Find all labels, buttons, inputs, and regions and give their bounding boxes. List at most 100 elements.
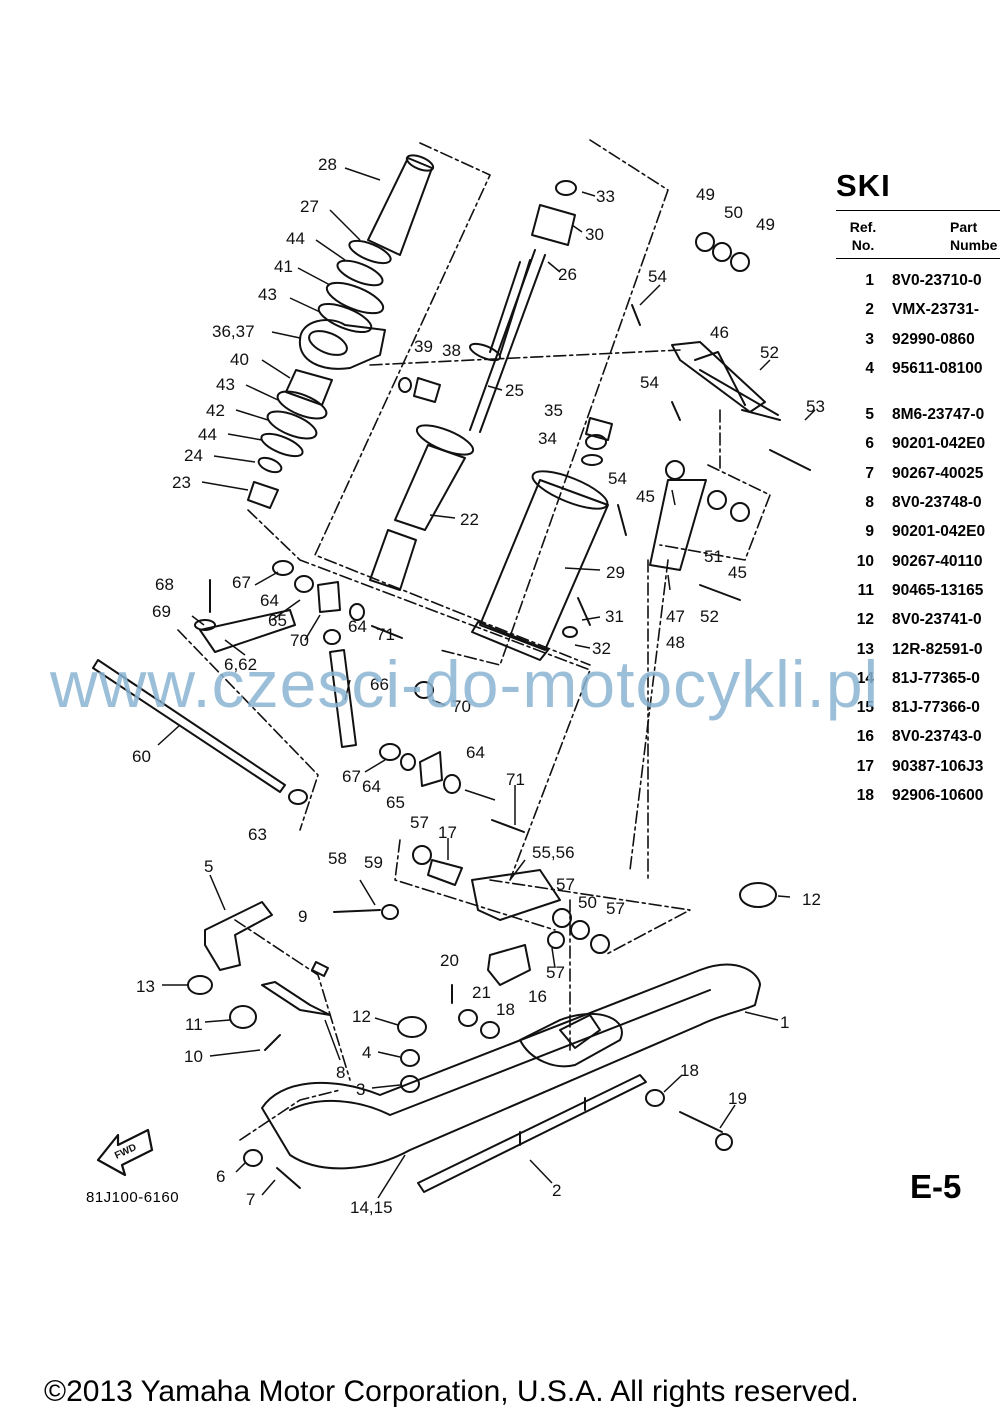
part-28-tube [367,154,435,256]
ref-cell: 18 [856,787,874,805]
ref-cell: 11 [857,581,874,599]
callout-label: 70 [290,631,309,650]
callout-label: 14,15 [350,1198,393,1217]
callout-label: 21 [472,983,491,1002]
callout-label: 4 [362,1043,371,1062]
callout-label: 39 [414,337,433,356]
table-top-rule [836,210,1000,211]
callout-label: 31 [605,607,624,626]
callout-label: 52 [760,343,779,362]
callout-label: 34 [538,429,557,448]
callout-label: 64 [260,591,279,610]
ref-cell: 1 [865,272,874,289]
callout-label: 54 [648,267,667,286]
callout-label: 49 [696,185,715,204]
callout-label: 42 [206,401,225,420]
callout-label: 46 [710,323,729,342]
callout-label: 13 [136,977,155,996]
callout-label: 50 [724,203,743,222]
callout-label: 64 [362,777,381,796]
callout-label: 51 [704,547,723,566]
callout-label: 38 [442,341,461,360]
callout-label: 45 [728,563,747,582]
callout-label: 11 [185,1015,203,1034]
dashed-guides [177,139,771,1141]
part-number-cell: 95611-08100 [892,359,983,377]
callout-label: 64 [348,617,367,636]
table-header-rule [836,258,1000,259]
part-number-cell: 8V0-23710-0 [892,272,982,289]
callout-label: 17 [438,823,457,842]
callout-label: 44 [198,425,217,444]
ref-cell: 14 [856,669,874,687]
callout-label: 29 [606,563,625,582]
callout-label: 35 [544,401,563,420]
table-row: 7 90267-40025 [836,465,1000,494]
part-number-cell: 90387-106J3 [892,757,984,775]
callout-label: 12 [352,1007,371,1026]
callout-label: 12 [802,890,821,909]
ref-cell: 10 [856,552,874,570]
callout-label: 33 [596,187,615,206]
callout-label: 67 [232,573,251,592]
diagram-outlines: FWD [92,139,811,1193]
callout-label: 50 [578,893,597,912]
ref-cell: 7 [865,464,874,482]
callout-label: 40 [230,350,249,369]
callout-label: 8 [336,1063,345,1082]
part-number-cell: 8V0-23743-0 [892,728,982,746]
table-row: 16 8V0-23743-0 [836,728,1000,757]
callout-label: 44 [286,229,305,248]
ref-no-header: Ref. No. [846,218,880,254]
ref-cell: 5 [865,406,874,424]
part-number-header: Part Numbe [950,218,1000,254]
callout-label: 45 [636,487,655,506]
callout-label: 36,37 [212,322,255,341]
table-row: 14 81J-77365-0 [836,670,1000,699]
part-number-cell: 90267-40025 [892,464,984,482]
part-header-line2: Numbe [950,237,998,253]
ref-cell: 3 [865,330,874,348]
table-row: 9 90201-042E0 [836,523,1000,552]
callout-label: 63 [248,825,267,844]
callout-label: 57 [410,813,429,832]
copyright-notice: ©2013 Yamaha Motor Corporation, U.S.A. A… [44,1375,859,1408]
callout-label: 53 [806,397,825,416]
part-number-cell: 81J-77365-0 [892,669,980,687]
ref-header-line2: No. [851,237,875,253]
ref-cell: 12 [856,611,874,629]
watermark: www.czesci-do-motocykli.pl [50,647,880,721]
callout-label: 28 [318,155,337,174]
callout-label: 5 [204,857,213,876]
ref-cell: 9 [865,523,874,541]
callout-label: 59 [364,853,383,872]
callout-label: 6 [216,1167,225,1186]
part-number-cell: 8V0-23741-0 [892,611,982,629]
ref-cell: 16 [856,728,874,746]
callout-label: 10 [184,1047,203,1066]
callout-label: 23 [172,473,191,492]
callout-label: 20 [440,951,459,970]
callout-label: 30 [585,225,604,244]
leader-lines [157,167,816,1199]
part-number-cell: 12R-82591-0 [892,640,983,658]
callout-label: 68 [155,575,174,594]
callout-label: 67 [342,767,361,786]
callout-label: 57 [606,899,625,918]
callout-label: 32 [592,639,611,658]
part-number-cell: 90201-042E0 [892,523,986,541]
callout-label: 2 [552,1181,561,1200]
callout-label: 3 [356,1080,365,1099]
callout-label: 58 [328,849,347,868]
callout-label: 9 [298,907,307,926]
callout-label: 24 [184,446,203,465]
ref-cell: 17 [856,757,874,775]
part-number-cell: 90201-042E0 [892,435,986,453]
callout-label: 25 [505,381,524,400]
